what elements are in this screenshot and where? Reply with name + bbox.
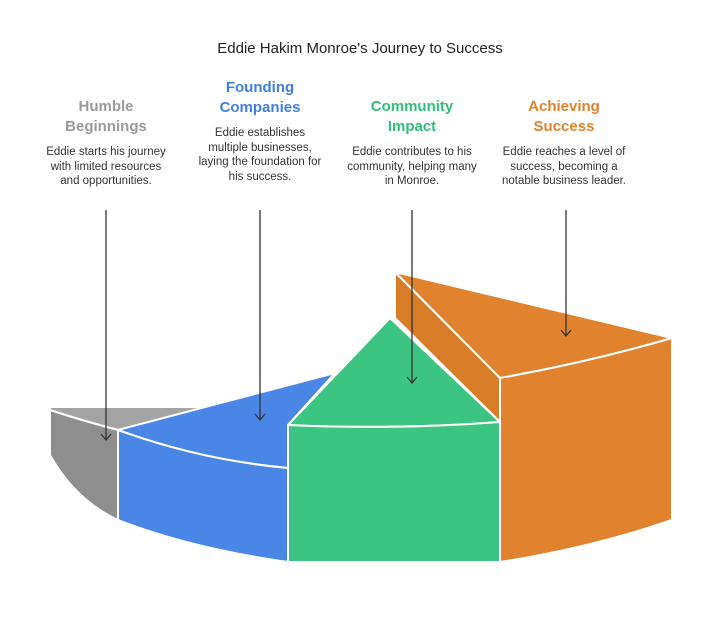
stage-heading: Founding Companies (219, 79, 301, 116)
diagram-title: Eddie Hakim Monroe's Journey to Success (217, 40, 503, 57)
stage-founding: Founding Companies Eddie establishes mul… (195, 78, 325, 184)
stage-heading: Community Impact (370, 98, 454, 135)
segment-humble-side (49, 409, 119, 521)
arrow-humble (100, 210, 112, 442)
stage-description: Eddie reaches a level of success, becomi… (501, 146, 627, 187)
arrow-success (560, 210, 572, 338)
segment-success-side (499, 337, 673, 563)
arrow-founding (254, 210, 266, 422)
segment-community-side (287, 421, 501, 563)
stage-description: Eddie establishes multiple businesses, l… (198, 127, 322, 183)
stage-heading: Achieving Success (528, 98, 600, 135)
stage-description: Eddie contributes to his community, help… (347, 146, 477, 187)
stage-community: Community Impact Eddie contributes to hi… (347, 97, 477, 189)
arrow-community (406, 210, 418, 385)
stage-humble: Humble Beginnings Eddie starts his journ… (41, 97, 171, 189)
stage-success: Achieving Success Eddie reaches a level … (499, 97, 629, 189)
stage-description: Eddie starts his journey with limited re… (46, 146, 166, 187)
stage-heading: Humble Beginnings (65, 98, 147, 135)
